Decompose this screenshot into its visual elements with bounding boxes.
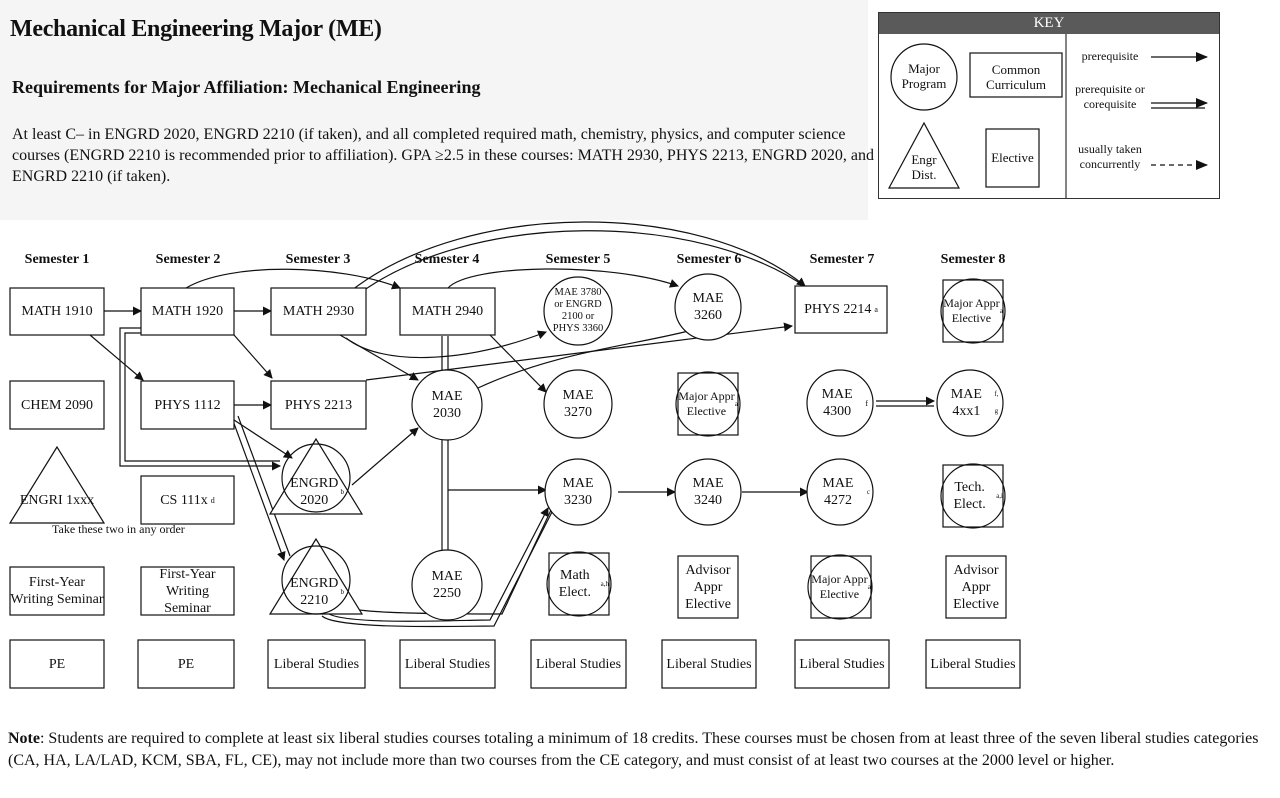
arrow-math2930-phys2214 (351, 221, 806, 291)
semester-5-header: Semester 5 (545, 252, 611, 267)
legend-elective-label: Elective (991, 150, 1034, 165)
semester-2-header: Semester 2 (155, 252, 221, 267)
course-math2940: MATH 2940 (411, 304, 484, 319)
arrow-math1920-engrd2020 (119, 327, 281, 471)
arrow-phys1112-engrd2020 (233, 419, 293, 459)
course-tech-elective: Tech. Elect.a,i (953, 480, 1003, 512)
legend-engr-dist-label: Engr Dist. (911, 152, 937, 182)
course-engri1xxx: ENGRI 1xxx (19, 492, 95, 508)
arrow-math2930-mae3780 (345, 330, 547, 359)
legend-shapes (887, 34, 1208, 199)
arrow-engrd2210-mae3230 (325, 507, 549, 622)
arrow-engrd2020-mae2030 (351, 427, 419, 486)
course-mae2250: MAE 2250 (431, 569, 463, 601)
legend-key: KEY Major Program Common Curriculum Engr… (878, 12, 1220, 199)
course-mae3780: MAE 3780 or ENGRD 2100 or PHYS 3360 (552, 287, 604, 334)
course-math-elective: Math Elect.a,h (558, 568, 609, 600)
legend-prereq-label: prerequisite (1081, 49, 1139, 63)
course-liberal-studies-s4: Liberal Studies (404, 656, 491, 672)
course-fyws-1: First-Year Writing Seminar (10, 575, 104, 607)
arrow-math2940-mae3260 (447, 268, 679, 289)
take-in-any-order-note: Take these two in any order (52, 522, 185, 536)
course-liberal-studies-s8: Liberal Studies (930, 656, 1016, 672)
legend-triangle-shape (887, 121, 961, 189)
legend-title: KEY (879, 13, 1219, 34)
course-s8-advisor-elective: Advisor Appr Elective (953, 562, 999, 612)
course-mae3240: MAE 3240 (692, 476, 724, 508)
course-math2930: MATH 2930 (282, 304, 355, 319)
course-phys2213: PHYS 2213 (284, 397, 353, 413)
legend-concurrent-label: usually taken concurrently (1078, 142, 1142, 171)
semester-4-header: Semester 4 (414, 252, 480, 267)
note-label: Note (8, 730, 40, 747)
course-pe-2: PE (177, 656, 195, 672)
course-liberal-studies-s6: Liberal Studies (666, 656, 752, 672)
header-panel (0, 0, 868, 220)
legend-major-program-label: Major Program (901, 61, 947, 91)
legend-square-shape (985, 128, 1040, 188)
course-mae3270: MAE 3270 (562, 388, 594, 420)
semester-3-header: Semester 3 (285, 252, 351, 267)
course-pe-1: PE (48, 656, 66, 672)
footnote: Note: Students are required to complete … (8, 728, 1278, 772)
arrow-mae2030-mae3260 (477, 325, 701, 389)
requirements-text: At least C– in ENGRD 2020, ENGRD 2210 (i… (12, 126, 875, 185)
semester-1-header: Semester 1 (24, 252, 90, 267)
course-math1910: MATH 1910 (21, 304, 93, 319)
arrow-math1920-math2940 (185, 268, 401, 290)
legend-rect-shape (969, 52, 1063, 98)
course-liberal-studies-s3: Liberal Studies (273, 656, 360, 672)
legend-coreq-label: prerequisite or corequisite (1075, 82, 1145, 111)
note-text: : Students are required to complete at l… (8, 730, 1259, 769)
course-fyws-2: First-Year Writing Seminar (159, 566, 216, 616)
course-mae3230: MAE 3230 (562, 476, 594, 508)
course-math1920: MATH 1920 (151, 304, 224, 319)
course-liberal-studies-s5: Liberal Studies (535, 656, 622, 672)
arrow-math1910-phys1112 (89, 334, 144, 381)
legend-common-curriculum-label: Common Curriculum (986, 62, 1046, 92)
course-liberal-studies-s7: Liberal Studies (799, 656, 885, 672)
semester-7-header: Semester 7 (809, 252, 875, 267)
course-s6-advisor-elective: Advisor Appr Elective (685, 562, 731, 612)
page-title: Mechanical Engineering Major (ME) (10, 16, 382, 42)
arrow-math1920-phys2213 (233, 334, 273, 379)
requirements-heading: Requirements for Major Affiliation: Mech… (12, 77, 481, 97)
legend-circle-shape (890, 43, 958, 111)
course-chem2090: CHEM 2090 (21, 397, 93, 413)
course-mae2030: MAE 2030 (431, 389, 463, 421)
semester-8-header: Semester 8 (940, 252, 1006, 267)
course-mae3260: MAE 3260 (692, 291, 724, 323)
arrow-math2940-mae3270 (489, 334, 547, 393)
course-phys1112: PHYS 1112 (154, 397, 221, 413)
arrow-phys1112-engrd2210 (231, 417, 286, 561)
semester-6-header: Semester 6 (676, 252, 742, 267)
